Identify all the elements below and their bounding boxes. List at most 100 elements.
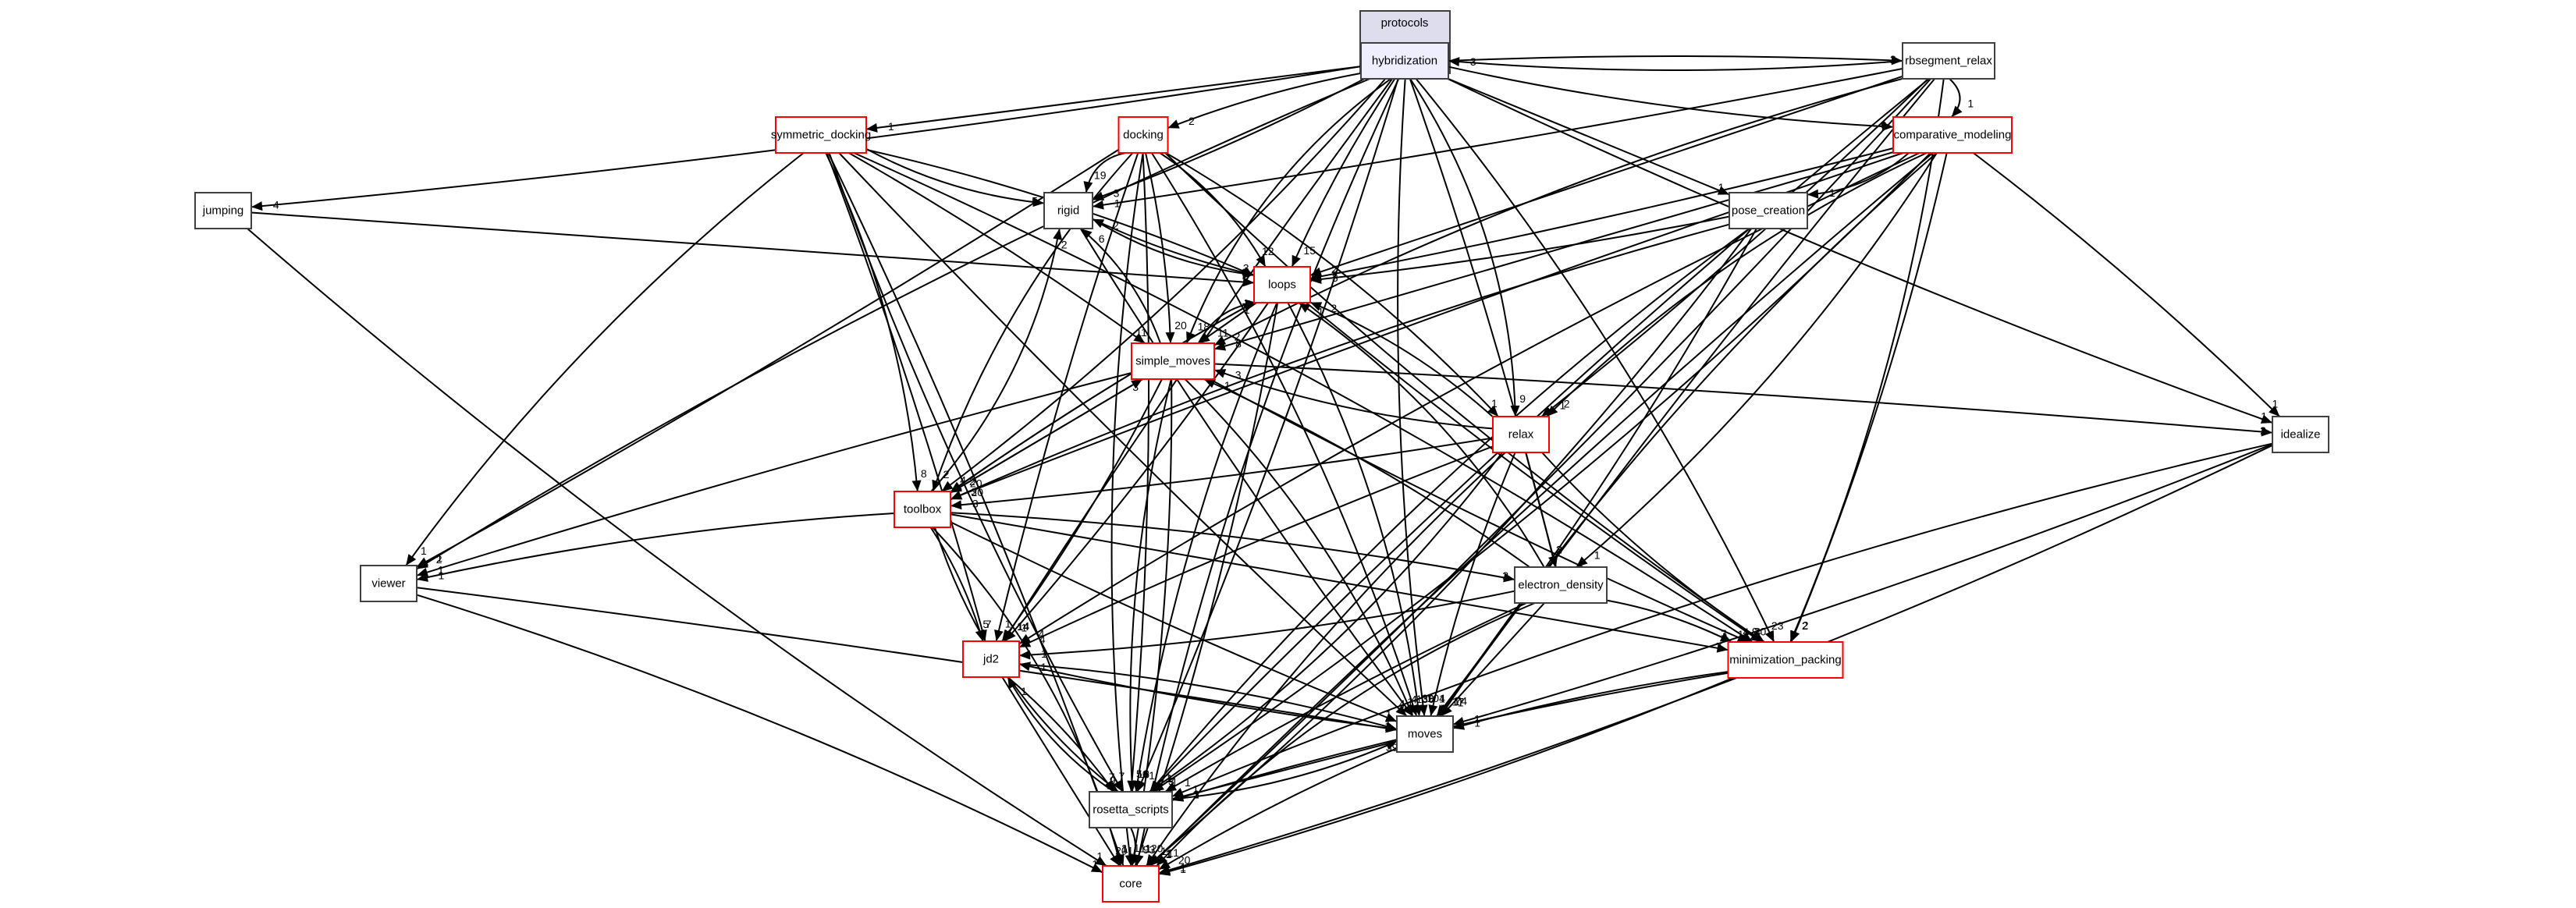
edge-label[interactable]: 1 xyxy=(1121,842,1128,855)
node-minimization-packing[interactable]: minimization_packing xyxy=(1727,641,1844,679)
edge-label[interactable]: 2 xyxy=(1235,330,1241,342)
edge-label[interactable]: 5 xyxy=(1032,194,1038,207)
edge-label[interactable]: 7 xyxy=(986,618,992,630)
edge-idealize-to-rosetta_scripts[interactable]: 1 xyxy=(1171,442,2273,797)
edge-rosetta_scripts-to-jd2[interactable]: 1 xyxy=(1007,676,1115,793)
node-idealize[interactable]: idealize xyxy=(2272,416,2329,453)
edge-label[interactable]: 1 xyxy=(1244,303,1250,316)
node-docking[interactable]: docking xyxy=(1117,116,1169,154)
edge-loops-to-moves[interactable]: 39 xyxy=(1287,302,1434,717)
edge-viewer-to-core[interactable]: 1 xyxy=(416,594,1103,874)
edge-jd2-to-rosetta_scripts[interactable]: 7 xyxy=(1007,676,1115,793)
edge-label[interactable]: 1 xyxy=(2261,410,2267,423)
edge-label[interactable]: 2 xyxy=(1061,239,1068,251)
node-core[interactable]: core xyxy=(1102,865,1160,903)
edge-label[interactable]: 2 xyxy=(1331,263,1338,275)
edge-simple_moves-to-idealize[interactable]: 2 xyxy=(1213,363,2273,437)
edge-label[interactable]: 104 xyxy=(1427,692,1446,704)
edge-relax-to-loops[interactable]: 2 xyxy=(1309,301,1494,418)
edge-hybridization-to-rbsegment_relax[interactable]: 2 xyxy=(1448,53,1903,66)
edge-jumping-to-core[interactable]: 1 xyxy=(247,228,1107,867)
edge-label[interactable]: 1 xyxy=(1491,397,1498,410)
edge-label[interactable]: 20 xyxy=(970,477,982,489)
edge-toolbox-to-moves[interactable]: 1 xyxy=(950,521,1398,722)
edge-rbsegment_relax-to-loops[interactable]: 2 xyxy=(1309,75,1903,277)
edge-label[interactable]: 1 xyxy=(1122,842,1128,855)
edge-label[interactable]: 2 xyxy=(1803,619,1809,632)
edge-label[interactable]: 3 xyxy=(1556,544,1562,556)
edge-label[interactable]: 7 xyxy=(1716,640,1722,652)
edge-label[interactable]: 1 xyxy=(1454,695,1460,708)
edge-comparative_modeling-to-pose_creation[interactable]: 1 xyxy=(1807,152,1910,199)
edge-idealize-to-core[interactable]: 1 xyxy=(1158,444,2273,875)
edge-relax-to-simple_moves[interactable]: 3 xyxy=(1213,368,1494,430)
edge-label[interactable]: 3 xyxy=(972,498,979,510)
edge-label[interactable]: 1 xyxy=(1474,717,1480,729)
node-pose-creation[interactable]: pose_creation xyxy=(1729,192,1808,229)
edge-relax-to-moves[interactable]: 1 xyxy=(1428,452,1516,717)
edge-label[interactable]: 2 xyxy=(1331,302,1337,314)
edge-electron_density-to-minimization_packing[interactable]: 3 xyxy=(1606,599,1732,643)
edge-label[interactable]: 2 xyxy=(1113,219,1119,232)
edge-label[interactable]: 120 xyxy=(1145,842,1164,854)
node-jumping[interactable]: jumping xyxy=(194,192,252,229)
edge-label[interactable]: 3 xyxy=(1721,627,1727,640)
edge-hybridization-to-pose_creation[interactable]: 1 xyxy=(1448,78,1730,196)
edge-label[interactable]: 3 xyxy=(971,485,977,498)
edge-label[interactable]: 1 xyxy=(1041,647,1047,660)
edge-rbsegment_relax-to-rigid[interactable]: 1 xyxy=(1092,68,1903,210)
edge-pose_creation-to-core[interactable]: 1 xyxy=(1147,228,1753,867)
edge-loops-to-rigid[interactable]: 2 xyxy=(1092,218,1255,276)
edge-label[interactable]: 3 xyxy=(1332,271,1338,284)
edge-label[interactable]: 1 xyxy=(1718,181,1725,193)
edge-label[interactable]: 1 xyxy=(438,569,444,581)
edge-label[interactable]: 3 xyxy=(1470,55,1476,68)
edge-moves-to-core[interactable]: 20 xyxy=(1158,747,1398,871)
edge-label[interactable]: 1 xyxy=(1180,863,1186,875)
edge-symmetric_docking-to-viewer[interactable]: 1 xyxy=(405,152,805,566)
edge-label[interactable]: 1 xyxy=(1192,782,1199,795)
edge-label[interactable]: 1 xyxy=(1005,618,1011,630)
edge-rbsegment_relax-to-relax[interactable]: 1 xyxy=(1540,78,1929,417)
edge-label[interactable]: 2 xyxy=(1189,115,1195,127)
edge-rosetta_scripts-to-core[interactable]: 93 xyxy=(1130,827,1155,867)
edge-label[interactable]: 4 xyxy=(1411,693,1417,706)
edge-pose_creation-to-toolbox[interactable]: 3 xyxy=(950,223,1730,501)
edge-hybridization-to-moves[interactable]: 104 xyxy=(1397,78,1446,717)
edge-label[interactable]: 1 xyxy=(888,120,894,133)
edge-label[interactable]: 3 xyxy=(1193,788,1199,800)
edge-symmetric_docking-to-rigid[interactable]: 5 xyxy=(865,147,1045,207)
edge-toolbox-to-simple_moves[interactable]: 3 xyxy=(950,378,1143,494)
edge-docking-to-jd2[interactable]: 1 xyxy=(994,152,1139,642)
edge-label[interactable]: 1 xyxy=(2272,398,2279,410)
edge-jd2-to-core[interactable]: 201 xyxy=(1001,676,1134,867)
edge-label[interactable]: 1 xyxy=(1439,693,1445,705)
edge-label[interactable]: 2 xyxy=(1332,268,1338,281)
edge-label[interactable]: 1 xyxy=(1167,772,1173,785)
edge-label[interactable]: 2 xyxy=(1556,544,1562,556)
edge-label[interactable]: 1 xyxy=(1096,849,1103,862)
edge-label[interactable]: 2 xyxy=(1502,569,1508,582)
edge-label[interactable]: 5 xyxy=(982,618,989,630)
node-loops[interactable]: loops xyxy=(1253,266,1311,303)
edge-label[interactable]: 2 xyxy=(1802,619,1808,632)
edge-symmetric_docking-to-moves[interactable]: 4 xyxy=(838,152,1408,717)
edge-hybridization-to-loops[interactable]: 15 xyxy=(1291,78,1396,268)
edge-toolbox-to-electron_density[interactable]: 2 xyxy=(950,512,1515,583)
edge-label[interactable]: 1 xyxy=(436,552,442,564)
node-comparative-modeling[interactable]: comparative_modeling xyxy=(1892,116,2013,154)
edge-label[interactable]: 1 xyxy=(1458,697,1464,709)
edge-label[interactable]: 1 xyxy=(1146,842,1152,855)
edge-label[interactable]: 39 xyxy=(1422,692,1434,704)
edge-symmetric_docking-to-simple_moves[interactable]: 11 xyxy=(848,152,1147,344)
edge-label[interactable]: 1 xyxy=(1474,713,1480,725)
edge-comparative_modeling-to-idealize[interactable]: 1 xyxy=(1973,152,2280,417)
edge-label[interactable]: 20 xyxy=(1178,853,1191,866)
edge-electron_density-to-rosetta_scripts[interactable]: 1 xyxy=(1164,602,1527,793)
edge-docking-to-rigid[interactable]: 19 xyxy=(1083,152,1126,193)
edge-label[interactable]: 1 xyxy=(438,563,444,576)
edge-toolbox-to-rigid[interactable]: 2 xyxy=(930,228,1068,492)
edge-label[interactable]: 1 xyxy=(1160,845,1167,857)
edge-simple_moves-to-rosetta_scripts[interactable]: 56 xyxy=(1127,378,1172,793)
edge-label[interactable]: 6 xyxy=(1881,119,1887,132)
